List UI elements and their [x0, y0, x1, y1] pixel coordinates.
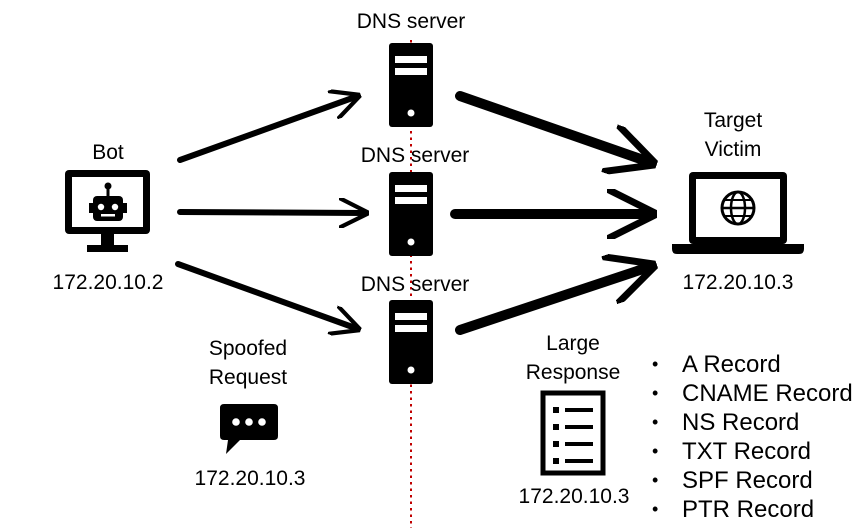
bullet-dot-icon: •: [652, 354, 659, 374]
record-type-label: NS Record: [682, 409, 800, 436]
record-type-item: • NS Record: [648, 408, 853, 437]
request-arrow-middle: [177, 212, 366, 213]
record-type-label: A Record: [682, 351, 781, 378]
dns-server-label-middle: DNS server: [360, 144, 470, 167]
target-ip: 172.20.10.3: [682, 271, 794, 294]
robot-monitor-icon: [65, 170, 150, 252]
record-type-list: • A Record • CNAME Record • NS Record • TXT …: [648, 350, 853, 524]
record-type-item: • SPF Record: [648, 466, 853, 495]
response-arrow-bottom: [455, 266, 652, 335]
bullet-dot-icon: •: [652, 470, 659, 490]
chat-bubble-icon: [220, 404, 278, 454]
bullet-dot-icon: •: [652, 383, 659, 403]
dns-server-label-top: DNS server: [356, 10, 466, 33]
bot-title: Bot: [92, 141, 124, 164]
laptop-globe-icon: [672, 172, 804, 254]
request-arrow-top: [177, 96, 358, 163]
server-tower-icon: [389, 300, 433, 384]
server-tower-icon: [389, 172, 433, 256]
bot-ip: 172.20.10.2: [52, 271, 164, 294]
large-response-line2: Response: [525, 361, 621, 384]
record-type-item: • CNAME Record: [648, 379, 853, 408]
spoofed-request-line2: Request: [208, 366, 288, 389]
document-list-icon: [540, 390, 606, 476]
record-type-label: SPF Record: [682, 467, 813, 494]
request-arrow-bottom: [175, 261, 358, 329]
large-response-ip: 172.20.10.3: [518, 485, 630, 508]
bullet-dot-icon: •: [652, 441, 659, 461]
bullet-dot-icon: •: [652, 412, 659, 432]
bullet-dot-icon: •: [652, 499, 659, 519]
large-response-line1: Large: [546, 332, 600, 355]
record-type-item: • A Record: [648, 350, 853, 379]
dns-server-label-bottom: DNS server: [360, 273, 470, 296]
request-arrows: [175, 96, 366, 329]
record-type-label: TXT Record: [682, 438, 811, 465]
response-arrows: [450, 91, 652, 335]
record-type-item: • TXT Record: [648, 437, 853, 466]
record-type-label: CNAME Record: [682, 380, 853, 407]
server-tower-icon: [389, 43, 433, 127]
record-type-item: • PTR Record: [648, 495, 853, 524]
record-type-label: PTR Record: [682, 496, 815, 523]
target-title-line1: Target: [703, 109, 763, 132]
spoofed-request-ip: 172.20.10.3: [194, 467, 306, 490]
response-arrow-top: [455, 91, 652, 163]
target-title-line2: Victim: [704, 138, 762, 161]
spoofed-request-line1: Spoofed: [208, 337, 288, 360]
